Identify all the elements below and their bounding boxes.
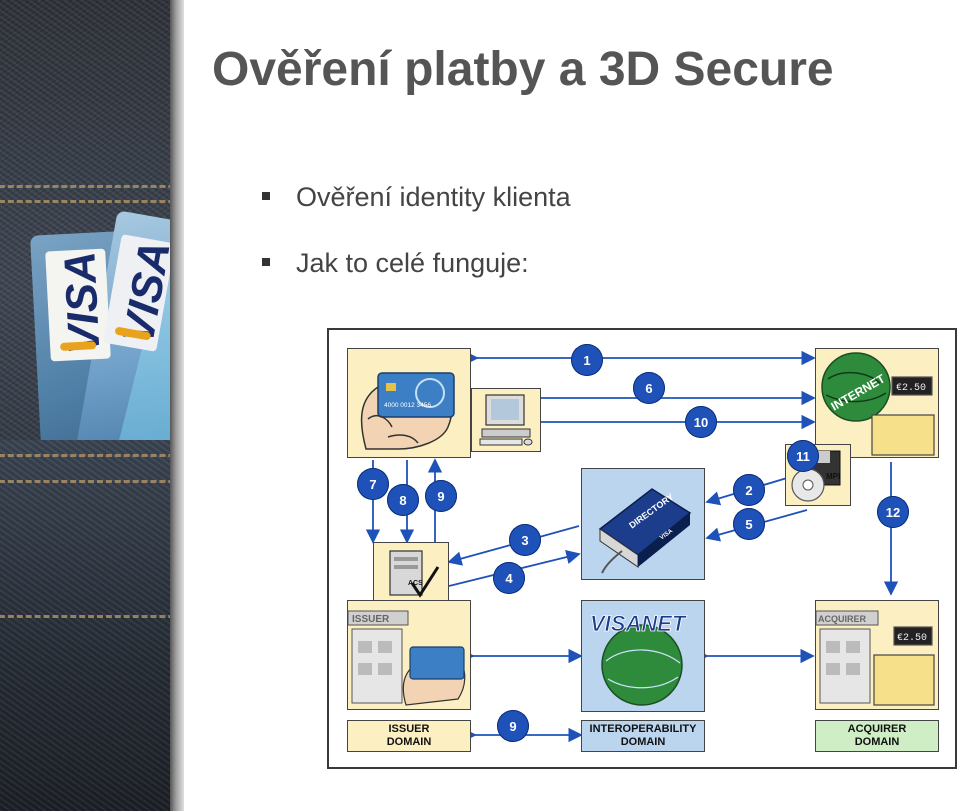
bullet-item: Jak to celé funguje: [262, 244, 571, 282]
square-bullet-icon [262, 258, 270, 266]
panel-edge [170, 0, 184, 811]
step-badge-10: 10 [685, 406, 717, 438]
issuer-bank-panel: ISSUER [347, 600, 471, 710]
flow-arrows [365, 350, 899, 743]
stitch-line [0, 480, 184, 483]
issuer-bank-icon: ISSUER [347, 610, 466, 706]
bullet-text: Ověření identity klienta [296, 182, 571, 212]
step-badge-4: 4 [493, 562, 525, 594]
computer-panel [471, 388, 541, 452]
hand-with-card-icon: 4000 0012 3456 [360, 372, 455, 450]
acs-label: ACS [408, 580, 423, 587]
domain-label-line: ACQUIRER [847, 723, 907, 735]
internet-globe-icon: INTERNET €2.50 [821, 352, 935, 456]
mpi-label: MPI [826, 472, 840, 481]
price-display-text: €2.50 [897, 633, 927, 644]
domain-label-line: DOMAIN [854, 736, 900, 748]
bullet-list: Ověření identity klienta Jak to celé fun… [262, 178, 571, 310]
square-bullet-icon [262, 192, 270, 200]
merchant-internet-panel: INTERNET €2.50 [815, 348, 939, 458]
domain-label-line: DOMAIN [386, 736, 432, 748]
jeans-pocket-photo: VISA VISA [0, 0, 184, 811]
3d-secure-flow-diagram: 4000 0012 3456 INTERNET €2.50 [327, 328, 957, 769]
stitch-line [0, 615, 184, 618]
bullet-item: Ověření identity klienta [262, 178, 571, 216]
stitch-line [0, 185, 184, 188]
stitch-line [0, 200, 184, 203]
pocket-fabric [0, 440, 184, 811]
acs-server-icon: ACS [389, 550, 440, 598]
acquirer-bank-icon: ACQUIRER €2.50 [815, 610, 935, 706]
step-badge-3: 3 [509, 524, 541, 556]
step-badge-1: 1 [571, 344, 603, 376]
step-badge-11: 11 [787, 440, 819, 472]
step-badge-9: 9 [425, 480, 457, 512]
directory-book-icon: DIRECTORY VISA [598, 488, 692, 574]
step-badge-12: 12 [877, 496, 909, 528]
issuer-bank-label: ISSUER [352, 614, 390, 625]
acquirer-bank-label: ACQUIRER [818, 614, 867, 624]
domain-label-line: INTEROPERABILITY [589, 723, 697, 735]
cardholder-panel: 4000 0012 3456 [347, 348, 471, 458]
acquirer-bank-panel: ACQUIRER €2.50 [815, 600, 939, 710]
stitch-line [0, 454, 184, 457]
domain-label-line: DOMAIN [620, 736, 666, 748]
visanet-panel: VISANET [581, 600, 705, 712]
slide-title: Ověření platby a 3D Secure [212, 43, 834, 96]
step-badge-8: 8 [387, 484, 419, 516]
card-number-text: 4000 0012 3456 [384, 402, 431, 409]
visanet-logo: VISANET [590, 611, 687, 636]
step-badge-6: 6 [633, 372, 665, 404]
desktop-computer-icon [479, 394, 533, 446]
price-display-text: €2.50 [896, 383, 926, 394]
visanet-globe-icon: VISANET [590, 611, 687, 706]
visa-logo: VISA [45, 248, 111, 362]
directory-panel: DIRECTORY VISA [581, 468, 705, 580]
step-badge-7: 7 [357, 468, 389, 500]
bullet-text: Jak to celé funguje: [296, 248, 529, 278]
domain-label-line: ISSUER [388, 723, 430, 735]
acs-panel: ACS [373, 542, 449, 606]
step-badge-5: 5 [733, 508, 765, 540]
step-badge-9-bottom: 9 [497, 710, 529, 742]
step-badge-2: 2 [733, 474, 765, 506]
